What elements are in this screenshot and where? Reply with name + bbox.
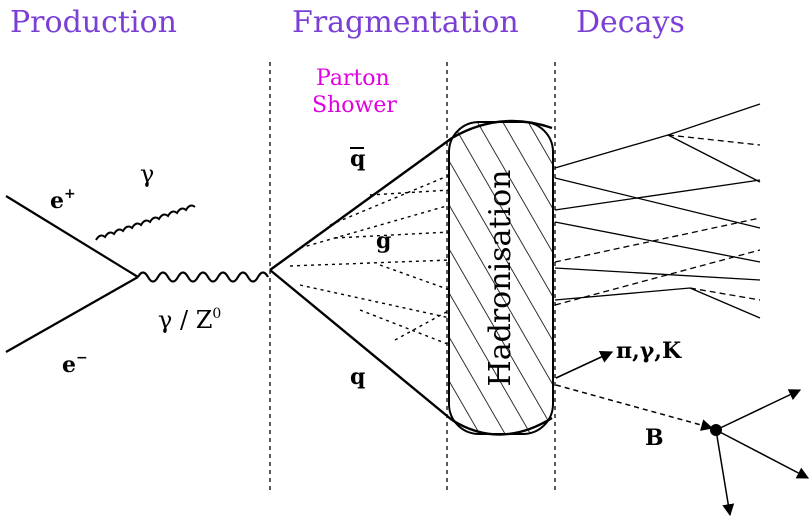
stage-decays: Decays — [576, 5, 685, 40]
b-decay-line-3 — [715, 429, 735, 517]
gluon-line-8 — [359, 309, 451, 346]
decay-line-9 — [554, 267, 761, 281]
decay-line-3 — [667, 134, 761, 146]
decay-line-1 — [554, 134, 669, 169]
antiquark-label: q — [350, 146, 365, 172]
parton-shower-line2: Shower — [312, 93, 397, 118]
decay-line-6 — [554, 179, 761, 211]
b-decay-products — [715, 389, 810, 517]
gluon-line-3 — [299, 204, 451, 249]
stage-production: Production — [10, 5, 177, 40]
gluon-shower — [289, 174, 451, 346]
hadrons-arrow — [555, 351, 614, 379]
hadronisation-label: Hadronisation — [483, 170, 518, 387]
quark-line — [269, 269, 453, 421]
hadronisation-region — [448, 121, 554, 435]
boson-wavy-line — [137, 271, 269, 283]
decay-line-4 — [667, 134, 761, 183]
quark-label: q — [350, 364, 365, 390]
gluon-line-5 — [289, 259, 451, 267]
gluon-line-9 — [394, 309, 451, 341]
decay-line-7 — [554, 221, 761, 263]
decay-line-12 — [689, 287, 761, 301]
decay-line-10 — [554, 249, 761, 306]
positron-label: e+ — [50, 186, 76, 214]
decay-line-2 — [667, 103, 761, 136]
electron-line — [5, 276, 139, 353]
decay-line-5 — [554, 177, 761, 229]
hadrons-label: π,γ,K — [616, 338, 682, 364]
gluon-line-6 — [379, 264, 451, 291]
photon-label: γ — [140, 160, 154, 188]
b-decay-line-1 — [715, 389, 802, 431]
decay-line-13 — [689, 287, 761, 319]
parton-shower-line1: Parton — [316, 66, 390, 91]
decay-products — [554, 103, 761, 319]
gluon-line-1 — [329, 174, 451, 226]
gluon-line-7 — [299, 284, 451, 319]
incoming-leptons — [5, 195, 139, 353]
antiquark-letter: q — [350, 146, 365, 172]
boson-label: γ / Z0 — [158, 306, 221, 334]
decay-line-11 — [554, 287, 691, 301]
positron-line — [5, 195, 139, 278]
photon-wavy-line — [95, 204, 196, 241]
gluon-label: g — [376, 228, 391, 254]
b-decay-line-2 — [715, 429, 810, 479]
gluon-line-2 — [369, 189, 451, 196]
b-meson-flight — [555, 384, 714, 431]
gluon-line-4 — [334, 231, 451, 239]
stage-fragmentation: Fragmentation — [292, 5, 519, 40]
electron-label: e− — [62, 350, 88, 378]
b-meson-label: B — [645, 425, 664, 451]
decay-line-8 — [554, 217, 761, 263]
